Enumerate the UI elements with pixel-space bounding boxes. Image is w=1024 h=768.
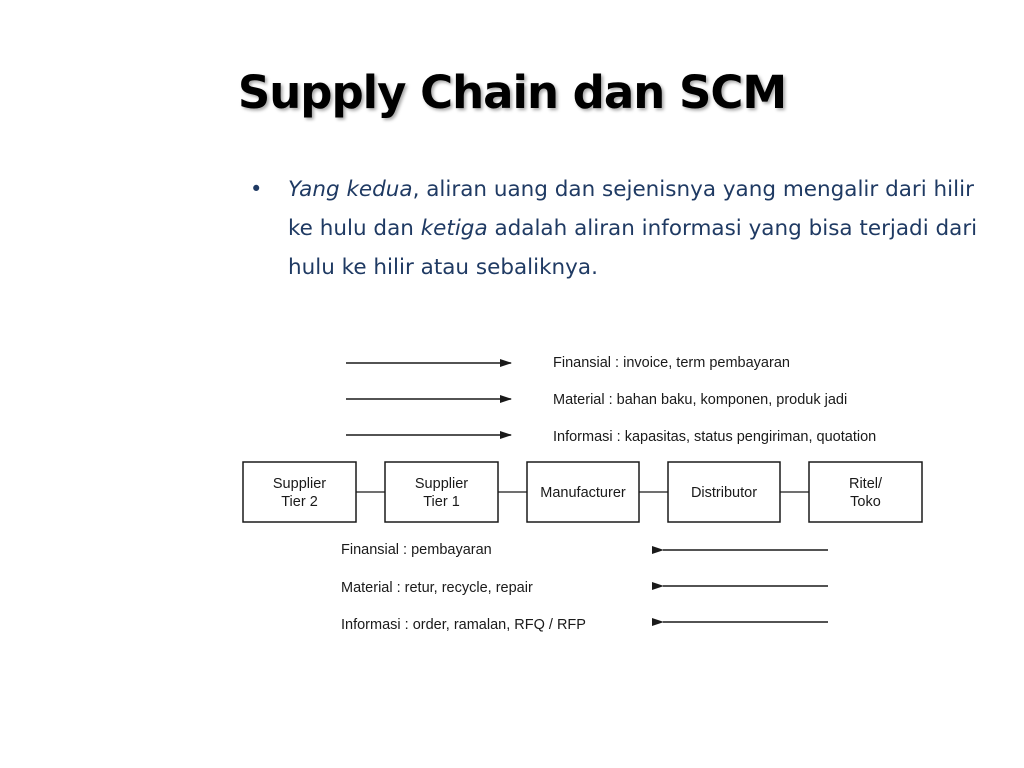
node-label: Manufacturer — [540, 485, 626, 501]
node-label: Toko — [850, 494, 881, 510]
node-label: Distributor — [691, 485, 757, 501]
node-label: Tier 2 — [281, 494, 318, 510]
node-distributor: Distributor — [667, 461, 781, 523]
node-manufacturer: Manufacturer — [526, 461, 640, 523]
downstream-label-material: Material : bahan baku, komponen, produk … — [553, 392, 847, 408]
bullet-text-part: adalah aliran informasi yang bisa terjad… — [288, 216, 978, 280]
node-ritel-toko: Ritel/ Toko — [808, 461, 923, 523]
upstream-label-financial: Finansial : pembayaran — [341, 542, 492, 558]
slide-title: Supply Chain dan SCM — [237, 66, 787, 119]
bullet-emphasis-second: ketiga — [420, 216, 488, 241]
node-label: Supplier — [415, 476, 468, 492]
bullet-text-part: , aliran uang dan sejenisnya yang mengal… — [288, 177, 974, 241]
upstream-label-information: Informasi : order, ramalan, RFQ / RFP — [341, 617, 586, 633]
bullet-text: Yang kedua, aliran uang dan sejenisnya y… — [288, 170, 988, 287]
node-label: Tier 1 — [423, 494, 460, 510]
node-label: Ritel/ — [849, 476, 883, 492]
node-supplier-tier-2: Supplier Tier 2 — [242, 461, 357, 523]
upstream-label-material: Material : retur, recycle, repair — [341, 580, 533, 596]
downstream-label-financial: Finansial : invoice, term pembayaran — [553, 355, 790, 371]
bullet-marker-icon: • — [250, 177, 263, 201]
downstream-label-information: Informasi : kapasitas, status pengiriman… — [553, 429, 876, 445]
node-label: Supplier — [273, 476, 326, 492]
node-supplier-tier-1: Supplier Tier 1 — [384, 461, 499, 523]
bullet-emphasis-first: Yang kedua — [288, 177, 413, 202]
